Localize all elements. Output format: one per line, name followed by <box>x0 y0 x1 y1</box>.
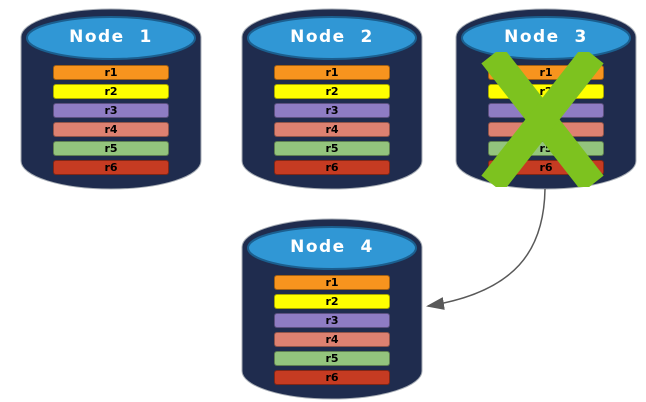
replica-row-r4: r4 <box>274 122 390 137</box>
replica-row-r5: r5 <box>274 351 390 366</box>
node-title: Node 1 <box>69 27 153 47</box>
replica-rows: r1 r2 r3 r4 r5 r6 <box>274 275 390 385</box>
replica-row-r5: r5 <box>53 141 169 156</box>
replica-rows: r1 r2 r3 r4 r5 r6 <box>274 65 390 175</box>
db-node-4: Node 4 r1 r2 r3 r4 r5 r6 <box>241 218 423 400</box>
replica-row-r6: r6 <box>274 160 390 175</box>
cylinder-top <box>247 16 417 60</box>
cylinder-top <box>247 226 417 270</box>
node-title: Node 2 <box>290 27 374 47</box>
replica-row-r3: r3 <box>274 313 390 328</box>
replica-row-r2: r2 <box>274 294 390 309</box>
cylinder-top <box>26 16 196 60</box>
replica-row-r5: r5 <box>274 141 390 156</box>
replica-row-r2: r2 <box>274 84 390 99</box>
replica-row-r1: r1 <box>274 65 390 80</box>
replica-row-r4: r4 <box>53 122 169 137</box>
replica-row-r1: r1 <box>274 275 390 290</box>
replica-row-r6: r6 <box>274 370 390 385</box>
failover-arrow-curve <box>426 188 546 310</box>
replica-row-r6: r6 <box>53 160 169 175</box>
replica-row-r2: r2 <box>53 84 169 99</box>
failure-x-icon <box>481 52 604 187</box>
replica-row-r3: r3 <box>274 103 390 118</box>
db-node-2: Node 2 r1 r2 r3 r4 r5 r6 <box>241 8 423 190</box>
node-title: Node 4 <box>290 237 374 257</box>
db-node-1: Node 1 r1 r2 r3 r4 r5 r6 <box>20 8 202 190</box>
replica-row-r1: r1 <box>53 65 169 80</box>
replica-row-r4: r4 <box>274 332 390 347</box>
replica-row-r3: r3 <box>53 103 169 118</box>
cylinder-top <box>461 16 631 60</box>
node-title: Node 3 <box>504 27 588 47</box>
replica-rows: r1 r2 r3 r4 r5 r6 <box>53 65 169 175</box>
